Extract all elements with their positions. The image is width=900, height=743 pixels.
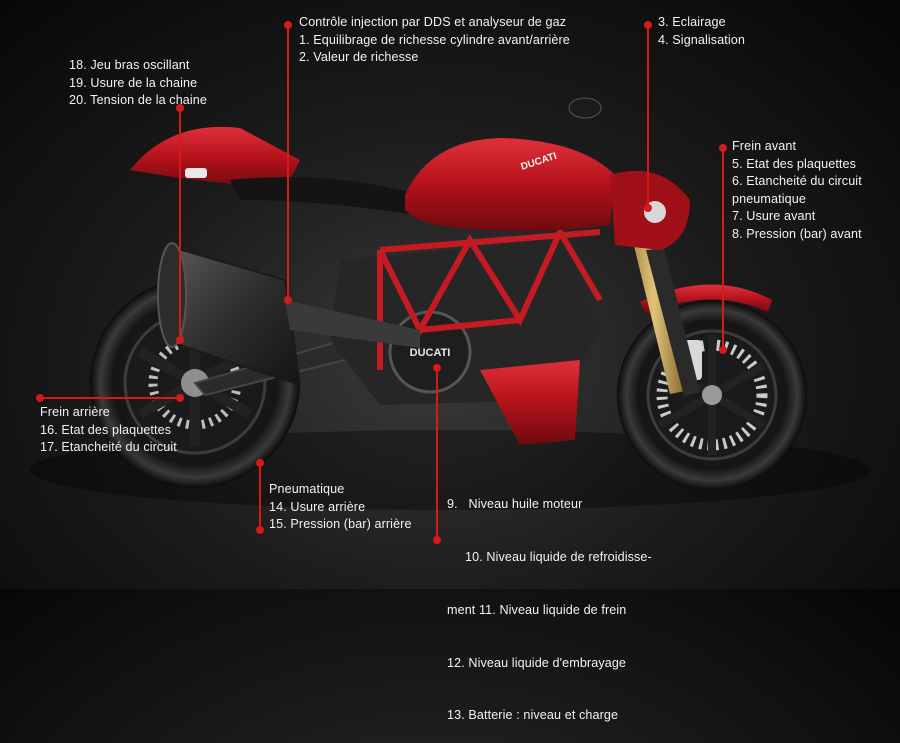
callout-fluids: 9. Niveau huile moteur 10. Niveau liquid… bbox=[447, 461, 652, 743]
callout-tyres: Pneumatique 14. Usure arrière 15. Pressi… bbox=[269, 481, 412, 534]
front-brake-item: 6. Etancheité du circuit bbox=[732, 174, 862, 189]
tyres-heading: Pneumatique bbox=[269, 482, 345, 496]
swingarm-item: 18. Jeu bras oscillant bbox=[69, 58, 190, 72]
injection-item: 2. Valeur de richesse bbox=[299, 50, 419, 65]
engine-logo: DUCATI bbox=[410, 347, 451, 359]
callout-injection: Contrôle injection par DDS et analyseur … bbox=[299, 14, 570, 67]
rear-brake-item: 17. Etancheité du circuit bbox=[40, 440, 177, 455]
injection-heading: Contrôle injection par DDS et analyseur … bbox=[299, 15, 567, 29]
callout-front-brake: Frein avant 5. Etat des plaquettes 6. Et… bbox=[732, 138, 862, 244]
trellis-frame bbox=[377, 225, 603, 370]
fluids-item: ment 11. Niveau liquide de frein bbox=[447, 602, 627, 617]
callout-swingarm: 18. Jeu bras oscillant 19. Usure de la c… bbox=[69, 57, 207, 110]
swingarm-item: 19. Usure de la chaine bbox=[69, 75, 198, 90]
rear-light bbox=[185, 168, 207, 178]
belly-pan bbox=[480, 360, 580, 445]
fluids-item: 13. Batterie : niveau et charge bbox=[447, 708, 619, 723]
front-brake-item: 5. Etat des plaquettes bbox=[732, 156, 857, 171]
fluids-item: 12. Niveau liquide d'embrayage bbox=[447, 655, 627, 670]
front-brake-item: pneumatique bbox=[732, 191, 806, 206]
motorcycle-illustration: DUCATI DUCATI bbox=[30, 21, 870, 544]
callout-lighting: 3. Eclairage 4. Signalisation bbox=[658, 14, 745, 49]
front-brake-item: 7. Usure avant bbox=[732, 209, 816, 224]
seat bbox=[230, 177, 420, 215]
injection-item: 1. Equilibrage de richesse cylindre avan… bbox=[299, 32, 570, 47]
lighting-item: 4. Signalisation bbox=[658, 32, 746, 47]
tail-section bbox=[130, 126, 300, 190]
lighting-item: 3. Eclairage bbox=[658, 15, 726, 29]
front-brake-heading: Frein avant bbox=[732, 139, 797, 153]
rear-brake-item: 16. Etat des plaquettes bbox=[40, 422, 172, 437]
swingarm-item: 20. Tension de la chaine bbox=[69, 93, 208, 108]
front-brake-item: 8. Pression (bar) avant bbox=[732, 226, 862, 241]
fluids-item: 9. Niveau huile moteur bbox=[447, 497, 583, 512]
fluids-item: 10. Niveau liquide de refroidisse- bbox=[447, 549, 652, 564]
callout-rear-brake: Frein arrière 16. Etat des plaquettes 17… bbox=[40, 404, 177, 457]
handlebar-mirror bbox=[568, 97, 641, 153]
tyres-item: 14. Usure arrière bbox=[269, 499, 366, 514]
fuel-tank bbox=[405, 138, 615, 231]
exhaust bbox=[157, 242, 420, 387]
front-brake-disc bbox=[656, 339, 768, 451]
tyres-item: 15. Pression (bar) arrière bbox=[269, 517, 412, 532]
rear-brake-heading: Frein arrière bbox=[40, 405, 110, 419]
callout-leaders bbox=[36, 21, 727, 544]
